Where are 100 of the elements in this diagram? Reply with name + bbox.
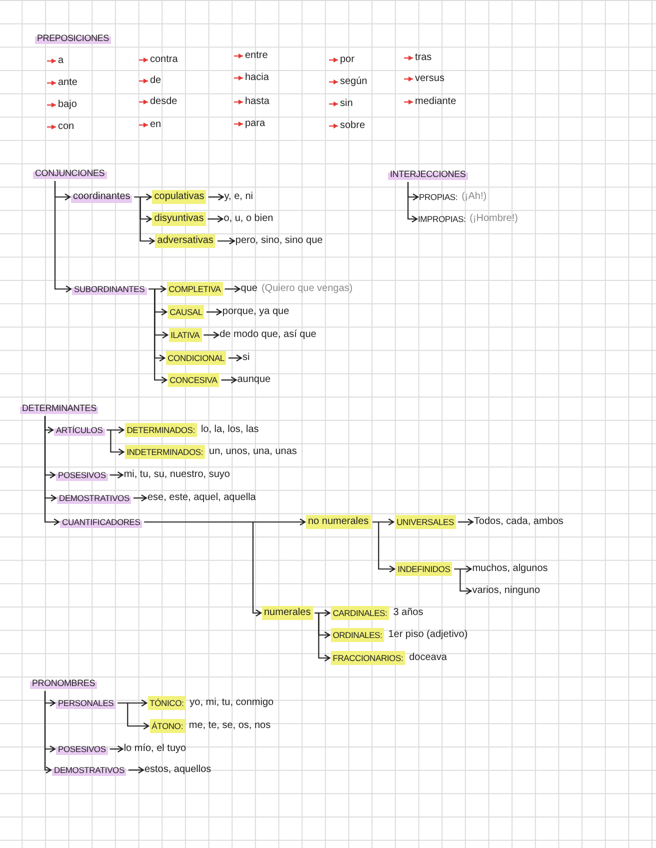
arrow (234, 54, 243, 58)
example-words: aunque (237, 373, 271, 387)
example-words: si (242, 351, 250, 365)
connector-arrow (224, 285, 240, 293)
example-words: muchos, algunos (472, 562, 548, 576)
category-label: CAUSAL (168, 305, 204, 319)
category-label: TÓNICO: (148, 696, 186, 710)
category-label: adversativas (155, 234, 216, 248)
preposition-word: sin (340, 97, 353, 111)
connector-arrow (228, 354, 242, 362)
category-label: ARTÍCULOS (54, 423, 105, 437)
arrow (329, 58, 338, 62)
category-label: DETERMINADOS: (124, 423, 197, 437)
arrow (234, 122, 243, 126)
example-words: ese, este, aquel, aquella (147, 491, 256, 505)
category-label: numerales (262, 606, 313, 620)
example-words: pero, sino, sino que (235, 234, 323, 248)
preposition-word: entre (245, 49, 268, 63)
arrow (47, 80, 56, 86)
connector-arrow (128, 766, 144, 774)
example-note: (Quiero que vengas) (261, 282, 353, 296)
arrow (329, 102, 338, 106)
preposition-word: según (340, 75, 368, 89)
category-label: ORDINALES: (330, 628, 384, 642)
category-label: CARDINALES: (330, 606, 390, 620)
arrow (234, 76, 243, 80)
arrow (47, 102, 56, 108)
example-words: me, te, se, os, nos (188, 719, 271, 733)
preposition-word: hasta (245, 95, 270, 109)
category-label: ILATIVA (168, 328, 202, 342)
arrow (404, 100, 413, 104)
category-label: IMPROPIAS: (418, 213, 466, 226)
arrow (139, 58, 148, 62)
category-label: no numerales (306, 515, 371, 529)
category-label: COMPLETIVA (166, 282, 223, 296)
connector-arrow (54, 181, 72, 293)
connector-arrow (217, 237, 235, 245)
connector-arrow (372, 521, 396, 573)
arrow (139, 78, 148, 84)
preposition-word: hacia (245, 71, 269, 85)
example-note: (¡Ah!) (462, 190, 487, 204)
arrow (329, 124, 338, 128)
category-label: ÁTONO: (150, 719, 185, 733)
arrow (234, 100, 243, 104)
preposition-word: de (150, 74, 162, 88)
example-words: y, e, ni (224, 190, 254, 204)
connector-arrow (148, 288, 168, 384)
connector-arrow (314, 612, 330, 662)
example-words: doceava (409, 651, 447, 665)
preposition-word: contra (150, 53, 178, 67)
connector-arrow (133, 494, 147, 502)
category-label: UNIVERSALES (394, 515, 456, 529)
arrow (47, 124, 56, 130)
category-label: coordinantes (71, 190, 132, 204)
preposition-word: desde (150, 95, 178, 109)
example-words: de modo que, así que (220, 328, 316, 342)
preposition-word: por (340, 53, 354, 67)
connector-arrow (106, 429, 124, 456)
preposition-word: con (58, 120, 74, 134)
connector-arrow (204, 331, 220, 339)
example-words: o, u, o bien (224, 212, 274, 226)
connector-arrow (208, 193, 224, 201)
connector-arrow (458, 518, 474, 526)
preposition-word: versus (415, 72, 444, 86)
arrow (404, 76, 413, 82)
connector-arrow (144, 521, 262, 617)
preposition-word: a (58, 54, 64, 68)
preposition-word: tras (415, 51, 432, 65)
preposition-word: sobre (340, 119, 366, 133)
preposition-word: para (245, 117, 266, 131)
connector-arrow (44, 691, 52, 774)
arrow (47, 58, 56, 64)
example-words: varios, ninguno (472, 584, 540, 598)
arrow (404, 56, 413, 60)
example-words: un, unos, una, unas (209, 445, 297, 459)
category-label: INDETERMINADOS: (124, 445, 206, 459)
connector-arrow (44, 416, 60, 526)
arrow (139, 100, 148, 104)
category-label: disyuntivas (152, 212, 206, 226)
example-words: lo mío, el tuyo (124, 742, 186, 756)
example-words: 3 años (393, 606, 424, 620)
connector-arrow (221, 376, 237, 384)
category-label: PROPIAS: (419, 191, 458, 204)
category-label: copulativas (152, 190, 206, 204)
preposition-word: ante (58, 76, 78, 90)
preposition-word: mediante (415, 95, 456, 109)
connector-arrow (208, 215, 224, 223)
category-label: CONCESIVA (168, 373, 220, 387)
connector-arrow (110, 471, 124, 479)
example-words: yo, mi, tu, conmigo (190, 696, 274, 710)
arrow (329, 80, 338, 84)
category-label: CONDICIONAL (166, 351, 226, 365)
example-words: mi, tu, su, nuestro, suyo (124, 468, 230, 482)
connector-arrow (206, 308, 222, 316)
arrow (139, 122, 148, 128)
connector-arrow (407, 182, 418, 223)
example-words: porque, ya que (222, 305, 290, 319)
category-label: FRACCIONARIOS: (330, 651, 406, 665)
category-label: INDEFINIDOS (396, 562, 452, 576)
preposition-word: en (150, 118, 162, 132)
